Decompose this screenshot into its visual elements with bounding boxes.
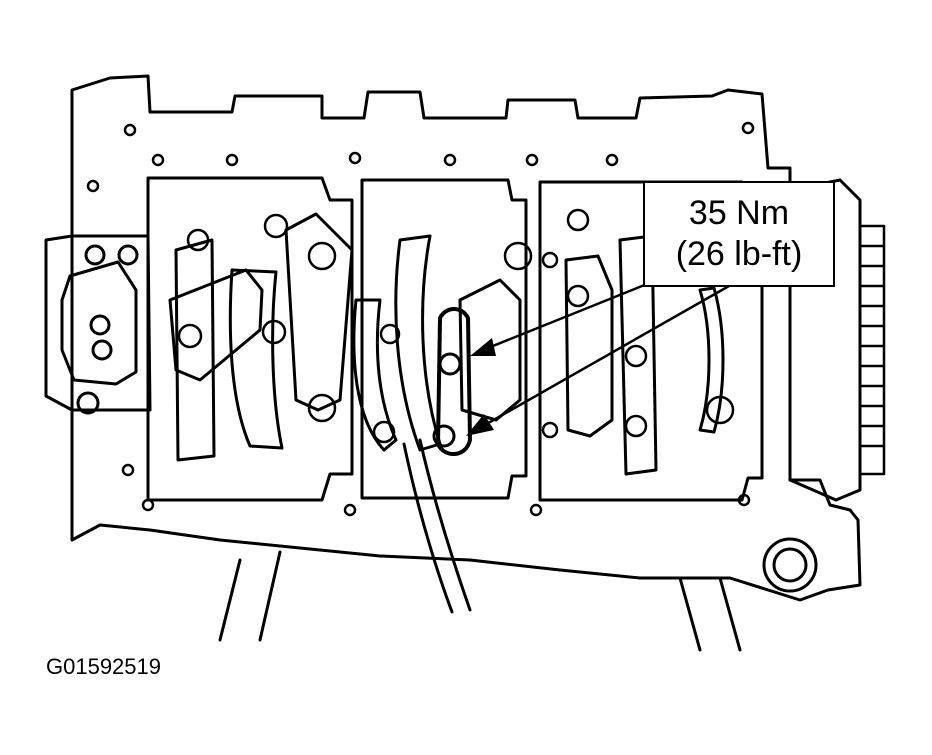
connecting-rod-4 bbox=[564, 254, 614, 438]
left-flange-plate bbox=[60, 260, 138, 386]
lower-legs bbox=[218, 550, 742, 652]
seal-ring bbox=[762, 537, 818, 593]
bolt-hole bbox=[91, 339, 113, 361]
connecting-rod-2 bbox=[284, 212, 354, 412]
highlighted-rod-cap bbox=[436, 307, 472, 456]
connecting-rod-3 bbox=[458, 278, 522, 422]
main-bearing-cap-2 bbox=[618, 234, 658, 476]
bolt-hole bbox=[117, 244, 139, 266]
left-flange bbox=[44, 234, 152, 412]
bay-center bbox=[360, 178, 528, 500]
callout-leaders bbox=[474, 280, 738, 432]
oil-pickup-tube bbox=[402, 438, 472, 614]
block-outer-outline bbox=[70, 74, 862, 602]
bolt-hole bbox=[84, 244, 106, 266]
counterweight-1 bbox=[228, 268, 284, 450]
bolts bbox=[177, 208, 735, 444]
timing-chain bbox=[858, 224, 886, 476]
torque-imperial-label: (26 lb-ft) bbox=[675, 235, 803, 273]
torque-spec-callout: 35 Nm (26 lb-ft) bbox=[643, 181, 835, 287]
bolt-hole bbox=[76, 391, 100, 415]
main-bearing-cap-1 bbox=[174, 238, 216, 462]
bay-left bbox=[146, 176, 354, 502]
perimeter-holes bbox=[86, 121, 755, 517]
seal-ring-inner bbox=[772, 547, 808, 583]
rod-cap-bolt-upper bbox=[438, 352, 462, 376]
counterweight-2 bbox=[352, 298, 398, 452]
arrowhead bbox=[466, 414, 494, 436]
bolt-hole bbox=[89, 314, 111, 336]
figure-id: G01592519 bbox=[46, 654, 161, 679]
connecting-rod-1 bbox=[168, 268, 264, 382]
counterweight-4 bbox=[698, 286, 725, 434]
torque-metric-label: 35 Nm bbox=[688, 194, 790, 233]
counterweight-3 bbox=[394, 234, 442, 452]
arrowhead bbox=[470, 338, 496, 356]
rod-cap-bolt-lower bbox=[432, 424, 456, 448]
